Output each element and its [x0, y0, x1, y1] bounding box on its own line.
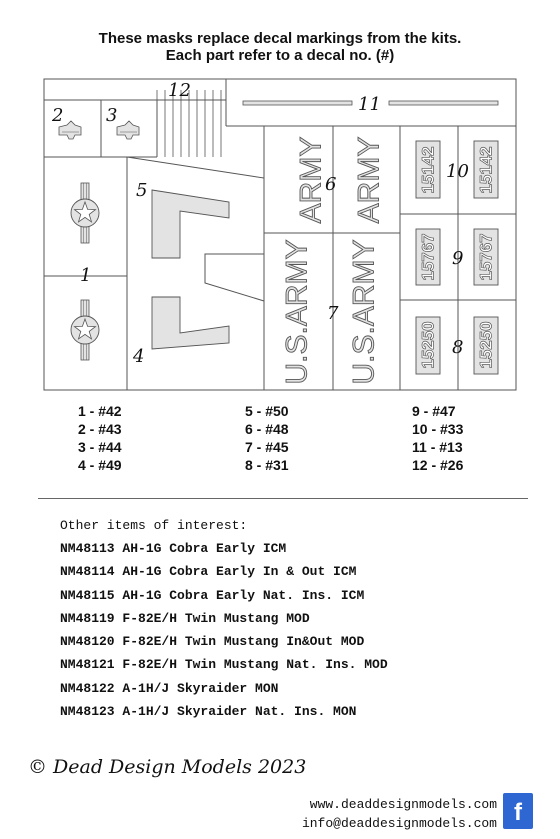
legend-entry: 1 - #42	[78, 403, 122, 419]
part-6-army-left: ARMY	[295, 137, 328, 224]
list-item: NM48119 F-82E/H Twin Mustang MOD	[60, 610, 310, 626]
list-item: NM48114 AH-1G Cobra Early In & Out ICM	[60, 564, 357, 580]
section-divider	[38, 498, 528, 499]
sheet-border	[43, 78, 517, 391]
list-item: NM48115 AH-1G Cobra Early Nat. Ins. ICM	[60, 587, 365, 603]
part-number-4: 4	[132, 346, 144, 367]
legend-entry: 7 - #45	[245, 439, 289, 455]
part-8-serial-right: 15250	[477, 321, 496, 368]
part-6-army-right: ARMY	[353, 137, 386, 224]
other-items-list: Other items of interest: NM48113 AH-1G C…	[60, 518, 388, 727]
list-item: NM48122 A-1H/J Skyraider MON	[60, 680, 279, 696]
contact-block: www.deaddesignmodels.com info@deaddesign…	[302, 795, 497, 833]
legend-entry: 3 - #44	[78, 439, 122, 455]
part-10-serial-right: 15142	[477, 146, 496, 193]
legend-entry: 8 - #31	[245, 457, 289, 473]
header-line-2: Each part refer to a decal no. (#)	[165, 47, 395, 64]
email-link[interactable]: info@deaddesignmodels.com	[301, 816, 497, 831]
part-7-usarmy-right: U.S.ARMY	[348, 239, 381, 384]
website-link[interactable]: www.deaddesignmodels.com	[309, 797, 497, 812]
list-item: NM48120 F-82E/H Twin Mustang In&Out MOD	[60, 634, 365, 650]
part-number-5: 5	[136, 180, 147, 201]
legend-entry: 9 - #47	[412, 403, 456, 419]
legend-column-2: 5 - #50 6 - #48 7 - #45 8 - #31	[245, 402, 289, 474]
part-7-usarmy-left: U.S.ARMY	[281, 239, 314, 384]
header-line-1: These masks replace decal markings from …	[98, 30, 462, 47]
part-number-2: 2	[51, 105, 63, 126]
part-number-1: 1	[80, 265, 91, 286]
part-number-10: 10	[446, 161, 469, 182]
part-8-serial-left: 15250	[419, 321, 438, 368]
legend-column-3: 9 - #47 10 - #33 11 - #13 12 - #26	[412, 402, 463, 474]
part-11-strip-right	[388, 100, 499, 106]
mask-sheet: ARMY ARMY U.S.ARMY U.S.ARMY 15142 15142 …	[43, 78, 517, 391]
part-3-mask	[116, 120, 140, 140]
legend-entry: 6 - #48	[245, 421, 289, 437]
part-number-8: 8	[452, 337, 463, 358]
part-11-strip-left	[242, 100, 353, 106]
facebook-icon[interactable]: f	[503, 793, 533, 829]
legend-entry: 4 - #49	[78, 457, 122, 473]
part-12-stripes	[156, 90, 222, 157]
copyright-signature: © Dead Design Models 2023	[28, 756, 307, 778]
legend-column-1: 1 - #42 2 - #43 3 - #44 4 - #49	[78, 402, 122, 474]
other-items-title: Other items of interest:	[60, 518, 248, 533]
list-item: NM48121 F-82E/H Twin Mustang Nat. Ins. M…	[60, 657, 388, 673]
part-number-7: 7	[327, 303, 339, 324]
legend-entry: 12 - #26	[412, 457, 464, 473]
list-item: NM48113 AH-1G Cobra Early ICM	[60, 541, 287, 556]
part-1-roundel-lower	[70, 299, 100, 361]
part-5-mask	[151, 189, 230, 259]
part-9-serial-right: 15767	[477, 233, 496, 280]
part-number-3: 3	[106, 105, 117, 126]
part-number-12: 12	[168, 80, 191, 101]
legend-entry: 2 - #43	[78, 421, 122, 437]
part-9-serial-left: 15767	[419, 233, 438, 280]
part-number-11: 11	[358, 94, 381, 115]
part-number-9: 9	[452, 248, 463, 269]
list-item: NM48123 A-1H/J Skyraider Nat. Ins. MON	[60, 704, 357, 720]
legend-entry: 11 - #13	[412, 439, 463, 455]
part-1-roundel-upper	[70, 182, 100, 244]
part-10-serial-left: 15142	[419, 146, 438, 193]
part-4-mask	[151, 296, 230, 350]
legend-entry: 5 - #50	[245, 403, 289, 419]
part-number-6: 6	[325, 174, 336, 195]
legend-entry: 10 - #33	[412, 421, 464, 437]
